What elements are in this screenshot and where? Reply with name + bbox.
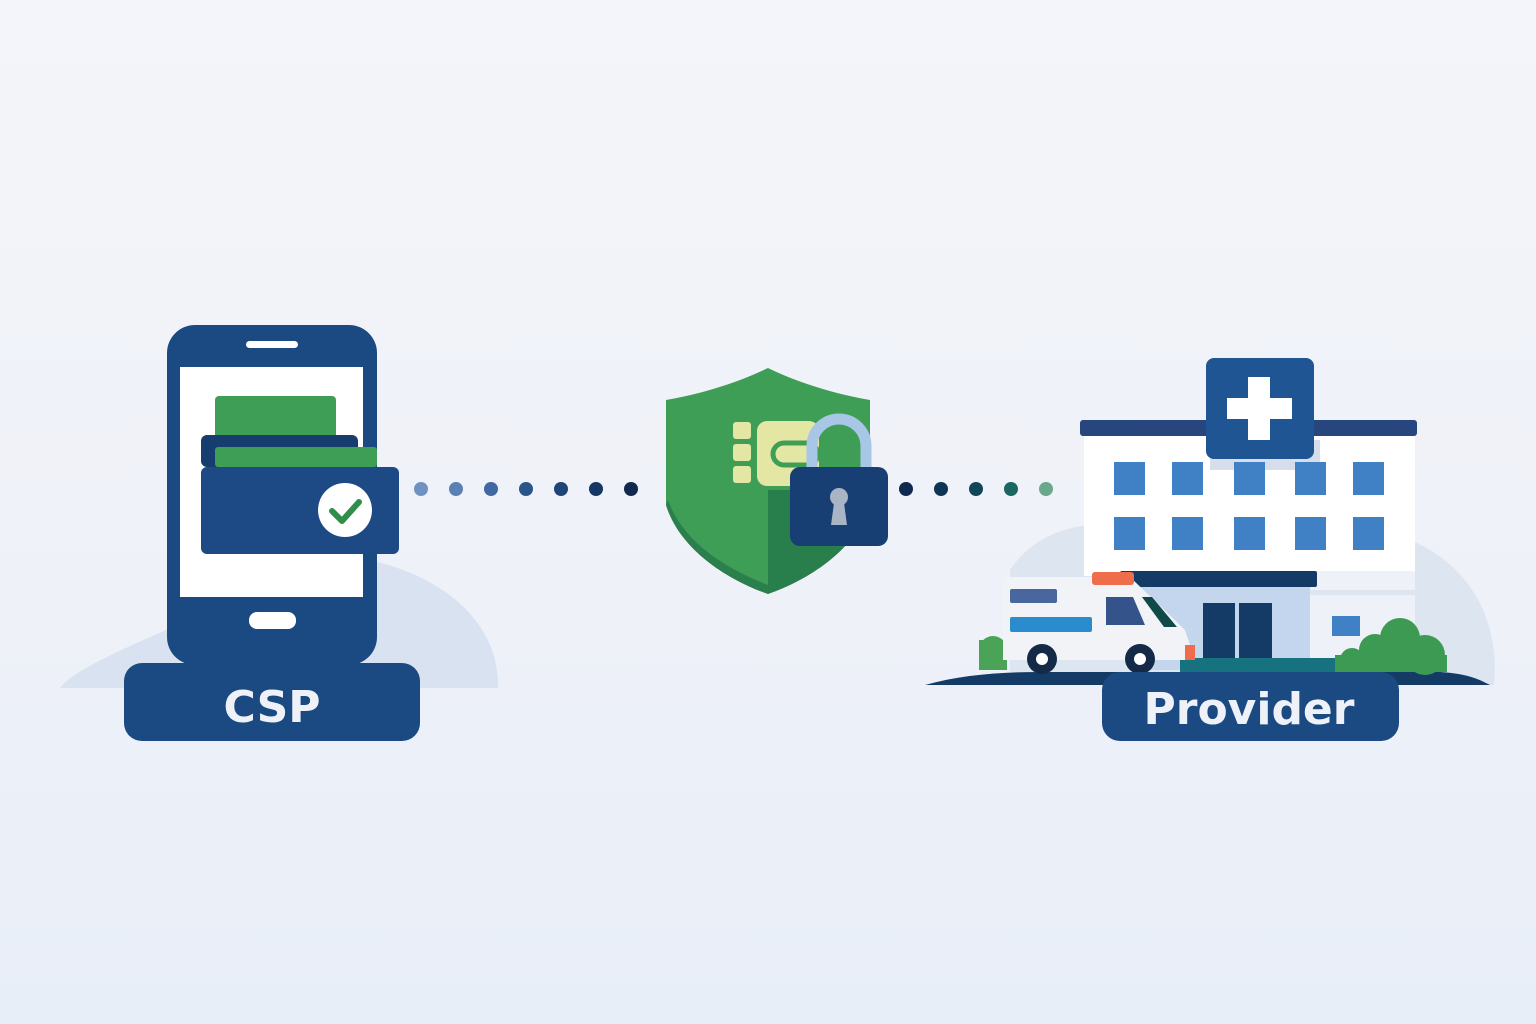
windows — [1114, 462, 1384, 550]
medical-cross-icon — [1227, 377, 1292, 440]
connector-right — [899, 482, 1053, 496]
dot — [1004, 482, 1018, 496]
dot — [1039, 482, 1053, 496]
canopy — [1120, 571, 1317, 587]
home-button-icon — [249, 612, 296, 629]
checkmark-icon — [318, 483, 372, 537]
shield-lock-icon — [666, 368, 888, 594]
dot — [934, 482, 948, 496]
speaker-icon — [246, 341, 298, 348]
dot — [969, 482, 983, 496]
dot — [519, 482, 533, 496]
csp-node: CSP — [60, 325, 499, 741]
dot — [589, 482, 603, 496]
hospital-icon — [1080, 358, 1417, 672]
csp-label: CSP — [223, 682, 320, 733]
dot — [899, 482, 913, 496]
dot — [624, 482, 638, 496]
shackle-icon — [806, 413, 872, 472]
connector-left — [414, 482, 638, 496]
bush-icon — [1335, 618, 1447, 675]
dot — [449, 482, 463, 496]
dot — [414, 482, 428, 496]
provider-label-plate — [1102, 672, 1399, 741]
provider-label: Provider — [1144, 684, 1355, 735]
smartphone-wallet-icon — [167, 325, 399, 665]
csp-label-plate — [124, 663, 420, 741]
keyhole-icon — [830, 488, 848, 506]
card-icon — [215, 396, 336, 446]
dot — [554, 482, 568, 496]
dot — [484, 482, 498, 496]
provider-node: Provider — [925, 358, 1495, 741]
ambulance-icon — [979, 572, 1195, 674]
